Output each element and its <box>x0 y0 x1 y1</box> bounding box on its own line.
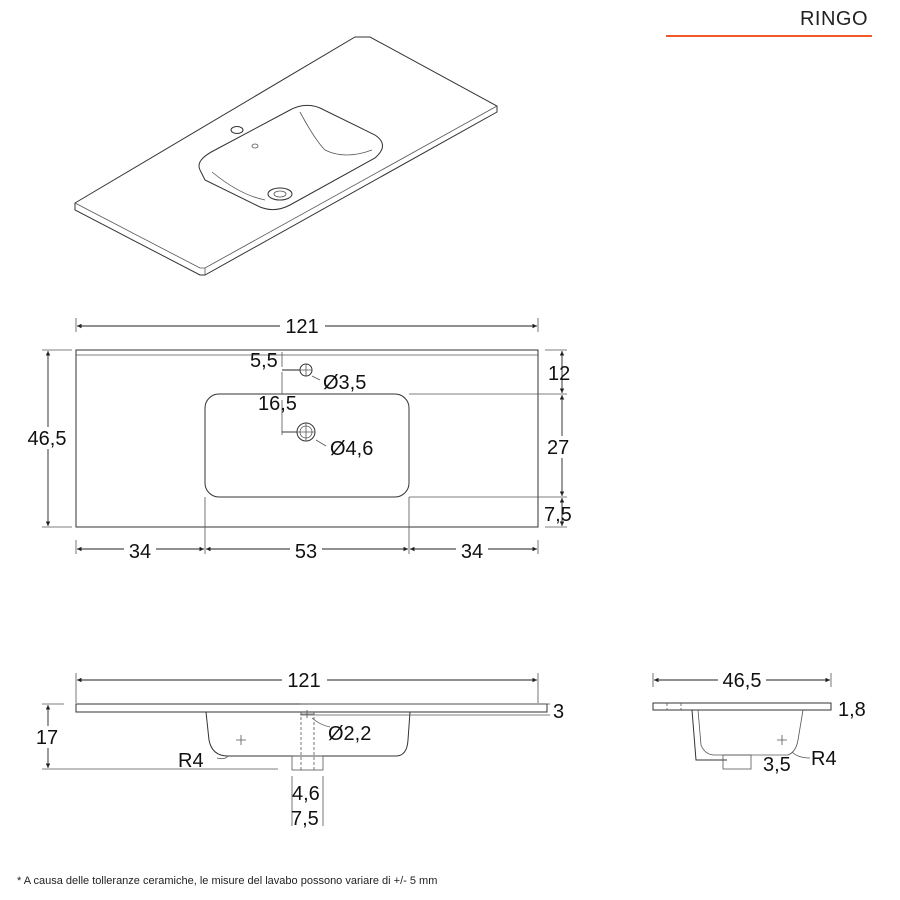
basin-depth-label: 27 <box>547 437 569 459</box>
side-section-view <box>652 673 832 770</box>
title-accent-rule <box>666 35 872 37</box>
front-width-label: 121 <box>287 670 320 692</box>
front-section-view <box>42 673 550 826</box>
basin-width-label: 53 <box>295 541 317 563</box>
tap-offset-label: 5,5 <box>250 350 278 372</box>
slab-thickness-label: 3 <box>553 701 564 723</box>
drain-hole-label: Ø4,6 <box>330 438 373 460</box>
front-radius-label: R4 <box>178 750 204 772</box>
drain-offset-label: 16,5 <box>258 393 297 415</box>
back-margin-label: 12 <box>548 363 570 385</box>
side-depth-label: 46,5 <box>723 670 762 692</box>
right-margin-label: 34 <box>461 541 483 563</box>
left-margin-label: 34 <box>129 541 151 563</box>
drain-outer-label: 7,5 <box>291 808 319 830</box>
isometric-view <box>74 36 498 276</box>
side-radius-label: R4 <box>811 748 837 770</box>
top-depth-label: 46,5 <box>28 428 67 450</box>
side-slab-thickness-label: 1,8 <box>838 699 866 721</box>
top-view <box>42 318 567 554</box>
tap-hole-label: Ø3,5 <box>323 372 366 394</box>
front-margin-label: 7,5 <box>544 504 572 526</box>
product-title: RINGO <box>799 8 868 30</box>
drain-inner-label: 4,6 <box>292 783 320 805</box>
front-height-label: 17 <box>36 727 58 749</box>
overflow-hole-label: Ø2,2 <box>328 723 371 745</box>
tolerance-footnote: * A causa delle tolleranze ceramiche, le… <box>17 875 438 887</box>
top-width-label: 121 <box>285 316 318 338</box>
side-bottom-offset-label: 3,5 <box>763 754 791 776</box>
